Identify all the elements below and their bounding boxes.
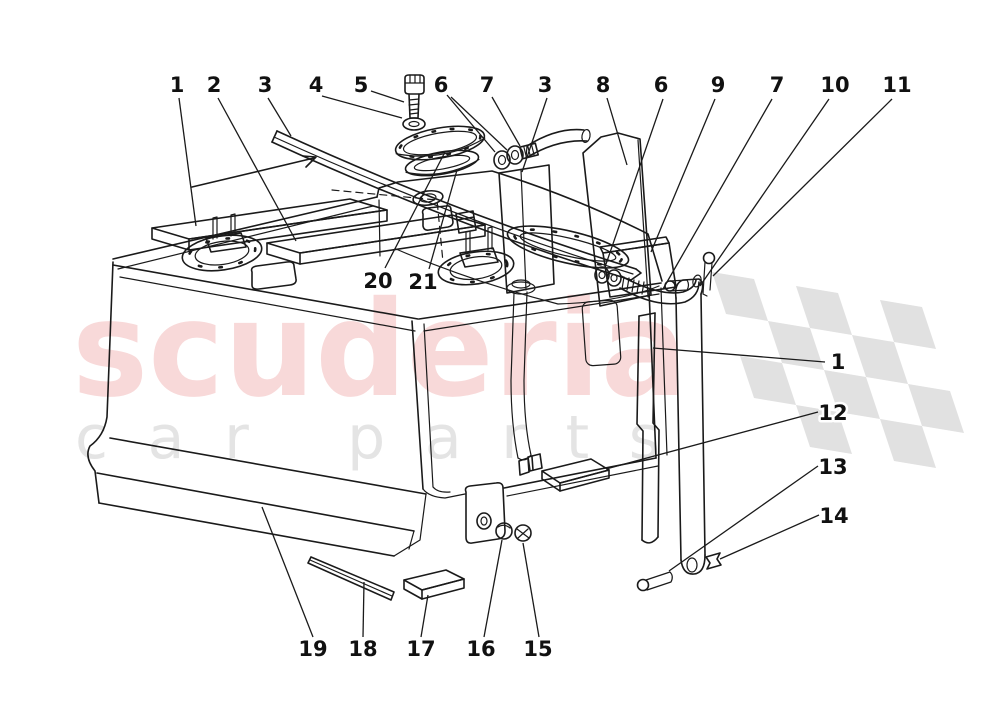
leader-line-7: [491, 96, 521, 147]
mounting-pads: [307, 458, 610, 601]
part-label-17[interactable]: 17: [404, 635, 438, 664]
part-label-7b[interactable]: 7: [767, 71, 787, 100]
cover-gasket: [404, 149, 480, 177]
leader-line-20: [384, 151, 446, 269]
part-label-6[interactable]: 6: [431, 71, 451, 100]
flag-cell: [796, 405, 852, 454]
part-label-6b[interactable]: 6: [651, 71, 671, 100]
part-label-19[interactable]: 19: [296, 635, 330, 664]
flag-cell: [768, 321, 824, 370]
leader-line-14: [719, 514, 820, 560]
leader-line-7b: [662, 98, 773, 290]
part-label-13[interactable]: 13: [816, 453, 850, 482]
flag-cell: [880, 419, 936, 468]
leader-line-1: [178, 97, 197, 227]
part-label-16[interactable]: 16: [464, 635, 498, 664]
part-label-12[interactable]: 12: [816, 399, 850, 428]
flag-cell: [712, 272, 768, 321]
part-label-3[interactable]: 3: [255, 71, 275, 100]
leader-line-2: [217, 97, 297, 242]
leader-line-6: [446, 94, 496, 153]
leader-line-5: [370, 90, 405, 103]
hose-fittings-top: [493, 128, 591, 170]
sender-opening-flange: [506, 225, 630, 269]
leader-line-8: [606, 97, 628, 166]
leader-line-15: [522, 542, 540, 638]
watermark-subtitle-text: car parts: [75, 403, 660, 473]
leader-line-9: [650, 98, 716, 253]
cotter-pin: [702, 251, 716, 297]
leader-line-10: [699, 98, 830, 287]
part-label-21[interactable]: 21: [406, 268, 440, 297]
leader-line-12: [605, 411, 819, 470]
cover-bolt: [402, 74, 426, 131]
part-label-1r[interactable]: 1: [828, 348, 848, 377]
leader-line-11: [712, 98, 893, 277]
part-label-14[interactable]: 14: [817, 502, 851, 531]
part-label-7[interactable]: 7: [477, 71, 497, 100]
part-label-5[interactable]: 5: [351, 71, 371, 100]
leader-line-6b: [604, 98, 664, 268]
part-label-18[interactable]: 18: [346, 635, 380, 664]
part-label-2[interactable]: 2: [204, 71, 224, 100]
flag-cell: [796, 286, 852, 335]
right-pump-flange: [437, 226, 515, 286]
leader-line-19: [261, 506, 314, 638]
mounting-straps: [636, 278, 706, 575]
part-label-9[interactable]: 9: [708, 71, 728, 100]
leader-line-6: [450, 96, 508, 151]
top-access-plate: [250, 261, 297, 290]
part-label-8[interactable]: 8: [593, 71, 613, 100]
leader-lines: [178, 90, 893, 638]
drain-plugs: [495, 522, 532, 542]
leader-line-1r: [652, 347, 826, 363]
part-label-10[interactable]: 10: [818, 71, 852, 100]
flag-cell: [880, 300, 936, 349]
part-label-4[interactable]: 4: [306, 71, 326, 100]
assembly-arrow: [191, 155, 317, 188]
hump-brackets: [421, 205, 477, 234]
watermark-brand-text: scuderia: [72, 273, 687, 427]
leader-line-4: [321, 95, 403, 119]
small-clip: [518, 453, 543, 476]
leader-line-3b: [521, 97, 548, 173]
tank-body: [87, 170, 668, 504]
flag-cell: [740, 356, 796, 405]
leader-line-3: [267, 97, 292, 137]
flag-cell: [852, 335, 908, 384]
vertical-strips: [498, 132, 652, 307]
left-pump-flange: [181, 213, 263, 272]
part-label-1[interactable]: 1: [167, 71, 187, 100]
flag-cell: [908, 384, 964, 433]
leader-line-21: [428, 169, 458, 270]
checkered-flag-watermark: [712, 272, 964, 468]
tank-line-art: [87, 74, 722, 601]
flag-cell: [824, 370, 880, 419]
part-label-20[interactable]: 20: [361, 267, 395, 296]
part-label-15[interactable]: 15: [521, 635, 555, 664]
leader-line-17: [420, 594, 429, 638]
corner-bracket: [464, 482, 506, 544]
leader-line-16: [483, 539, 503, 638]
strap-nut-clip: [705, 552, 722, 570]
part-label-3b[interactable]: 3: [535, 71, 555, 100]
leader-line-13: [668, 465, 819, 572]
leader-line-18: [362, 581, 365, 638]
sender-cover-plate: [394, 125, 486, 161]
strap-bolt: [636, 571, 673, 592]
part-label-11[interactable]: 11: [880, 71, 914, 100]
tank-skirt: [96, 437, 427, 557]
